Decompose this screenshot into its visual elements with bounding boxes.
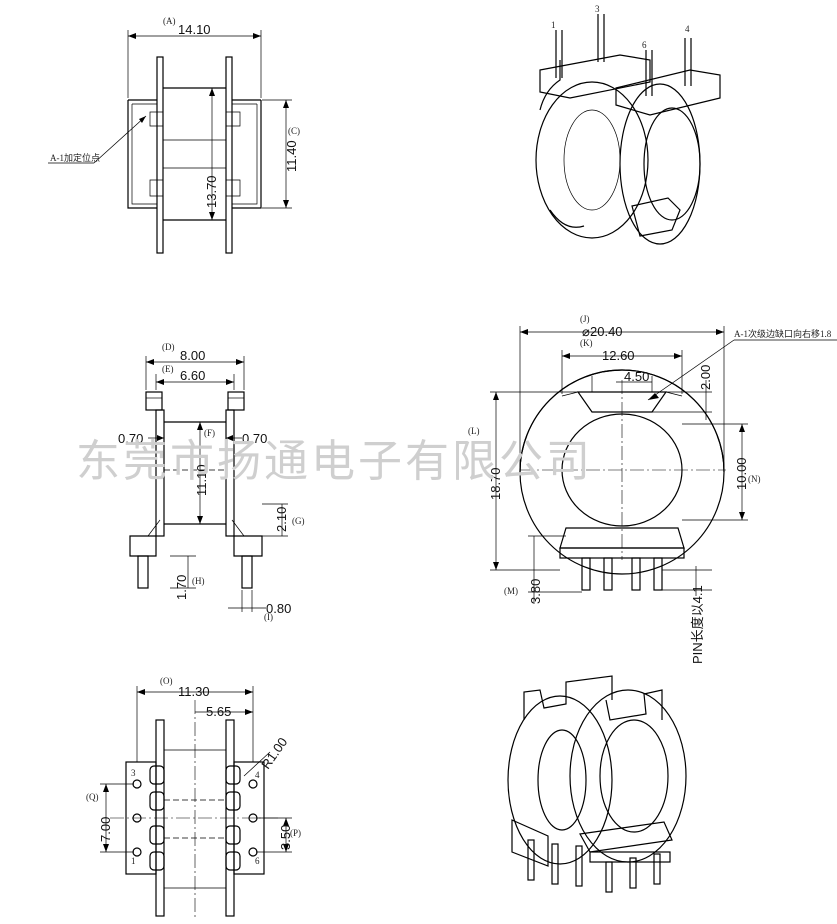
iso-pin-4: 4	[685, 24, 690, 34]
dim-Q: 7.00	[98, 817, 113, 842]
dim-P: 3.50	[278, 825, 293, 850]
dim-D: 8.00	[180, 348, 205, 363]
iso-pin-6: 6	[642, 40, 647, 50]
label-K: (K)	[580, 338, 593, 348]
label-P: (P)	[290, 828, 301, 838]
front-view: (A) 14.10 11.40 (C) 13.70 A-1加定位点	[48, 16, 300, 254]
label-D: (D)	[162, 342, 175, 352]
top-pin-4: 4	[255, 770, 260, 780]
label-A: (A)	[163, 16, 176, 26]
dim-J: 20.40	[590, 324, 623, 339]
dim-I: 0.80	[266, 601, 291, 616]
label-N: (N)	[748, 474, 761, 484]
dim-wall-left: 0.70	[118, 431, 143, 446]
dim-E: 6.60	[180, 368, 205, 383]
dim-wall-right: 0.70	[242, 431, 267, 446]
iso-view-top: 1 3 6 4	[535, 4, 721, 245]
iso-pin-3: 3	[595, 4, 600, 14]
dim-slot: 4.50	[624, 369, 649, 384]
dim-F: 11.10	[194, 464, 209, 496]
iso-view-bottom	[507, 675, 687, 893]
dim-H: 1.70	[174, 575, 189, 600]
top-pin-1: 1	[131, 856, 136, 866]
dim-K: 12.60	[602, 348, 635, 363]
watermark: 东莞市扬通电子有限公司	[76, 436, 593, 487]
dim-depth: 2.00	[698, 365, 713, 390]
label-M: (M)	[504, 586, 518, 596]
iso-pin-1: 1	[551, 20, 556, 30]
top-pin-3: 3	[131, 768, 136, 778]
label-F: (F)	[204, 428, 215, 438]
label-O: (O)	[160, 676, 173, 686]
end-view: (J) 20.40 ⌀ (K) 12.60 4.50 2.00 A-1次级边缺口…	[468, 314, 837, 664]
dim-L: 18.70	[488, 467, 503, 500]
dim-R: R1.00	[258, 735, 290, 772]
label-L: (L)	[468, 426, 480, 436]
diameter-symbol-J: ⌀	[582, 324, 590, 339]
label-Q: (Q)	[86, 792, 99, 802]
dim-M: 3.80	[528, 579, 543, 604]
dim-N: 10.00	[734, 457, 749, 490]
dim-A: 14.10	[178, 22, 211, 37]
end-note: A-1次级边缺口向右移1.8	[734, 328, 832, 339]
pin-length-note: PIN长度以4.1	[690, 585, 705, 664]
dim-B: 13.70	[204, 175, 219, 208]
label-E: (E)	[162, 364, 174, 374]
top-pin-6: 6	[255, 856, 260, 866]
front-note: A-1加定位点	[50, 152, 100, 163]
dim-half: 5.65	[206, 704, 231, 719]
dim-G: 2.10	[274, 507, 289, 532]
label-J: (J)	[580, 314, 590, 324]
dim-C: 11.40	[284, 140, 299, 172]
label-G: (G)	[292, 516, 305, 526]
top-view: 3 4 1 6 (O) 11.30 5.65 R1.00 7.00 (Q) 3.…	[86, 676, 301, 920]
dim-O: 11.30	[178, 684, 210, 699]
label-H: (H)	[192, 576, 205, 586]
label-I: (I)	[264, 612, 273, 622]
label-C: (C)	[288, 126, 300, 136]
side-view: (D) 8.00 (E) 6.60 0.70 0.70 11.10 (F) 2.…	[118, 342, 305, 622]
